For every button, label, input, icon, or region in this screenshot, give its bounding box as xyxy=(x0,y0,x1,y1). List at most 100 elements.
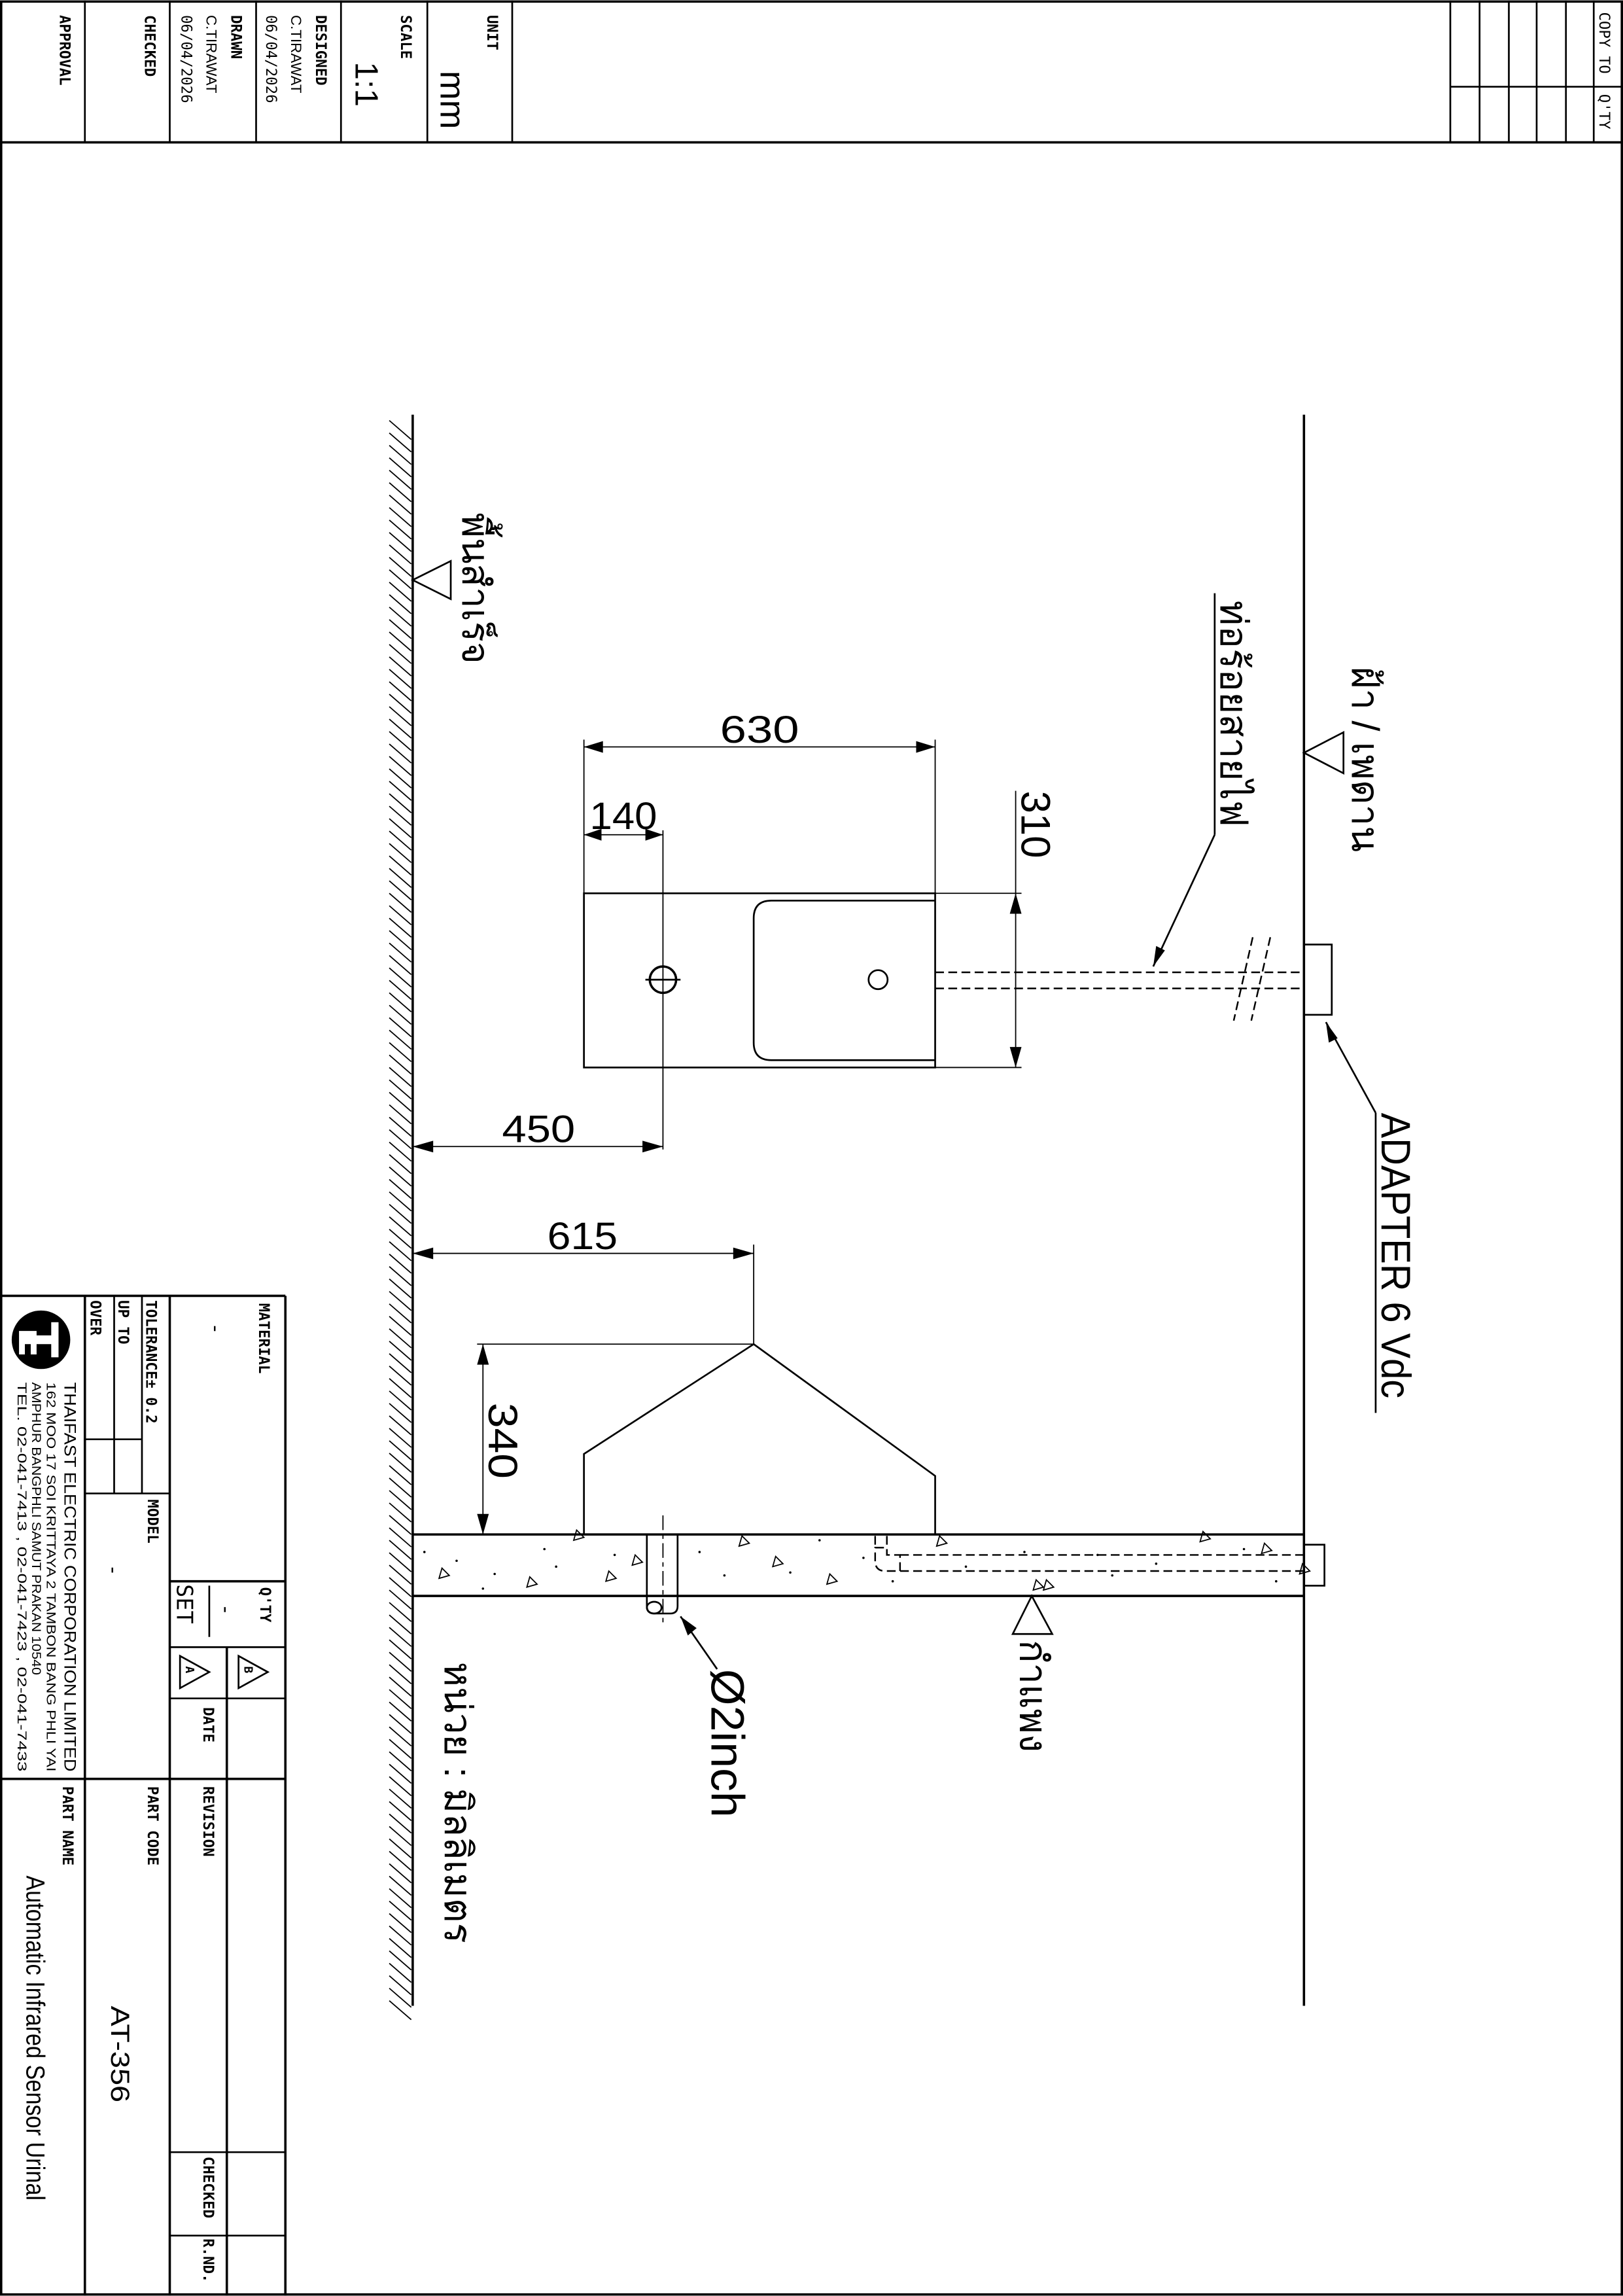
hatch-line xyxy=(389,1228,412,1249)
hatch-line xyxy=(389,1962,412,1983)
material-label: MATERIAL xyxy=(255,1303,272,1374)
hatch-line xyxy=(389,1366,412,1386)
qty-unit: SET xyxy=(172,1584,198,1624)
hatch-line xyxy=(389,1178,412,1199)
dimension-340: 340 xyxy=(477,1344,525,1535)
hatch-line xyxy=(389,1054,412,1075)
hatch-line xyxy=(389,482,412,503)
hatch-line xyxy=(389,1950,412,1971)
rnd-label: R.ND. xyxy=(200,2238,217,2282)
aggregate-dot xyxy=(613,1553,616,1557)
hatch-line xyxy=(389,1154,412,1174)
hatch-line xyxy=(389,967,412,988)
dimension-450: 450 xyxy=(412,1108,663,1153)
header-strip: APPROVAL CHECKED DRAWN C.TIRAWAT 06/04/2… xyxy=(0,0,1623,144)
hatch-line xyxy=(389,1104,412,1125)
hatch-line xyxy=(389,1166,412,1187)
up-to-label: UP TO xyxy=(114,1300,131,1344)
conduit-leader xyxy=(1152,593,1216,967)
material-value: - xyxy=(205,1325,228,1332)
aggregate-dot xyxy=(964,1565,968,1568)
part-code-value: AT-356 xyxy=(105,2005,135,2102)
scale-label: SCALE xyxy=(397,15,414,59)
hatch-line xyxy=(389,1739,412,1759)
supply-pipe-in-wall xyxy=(874,1536,1304,1572)
hatch-line xyxy=(389,843,412,863)
aggregate-mark xyxy=(826,1572,839,1585)
hatch-line xyxy=(389,557,412,577)
aggregate-mark xyxy=(526,1576,538,1588)
hatch-line xyxy=(389,1415,412,1436)
hatch-line xyxy=(389,1552,412,1572)
hatch-line xyxy=(389,569,412,590)
hatch-line xyxy=(389,1490,412,1510)
drain-pipe xyxy=(646,1515,679,1623)
hatch-line xyxy=(389,1975,412,1996)
hatch-line xyxy=(389,1502,412,1523)
hatch-line xyxy=(389,1477,412,1498)
hatch-line xyxy=(389,1577,412,1597)
hatch-line xyxy=(389,1465,412,1485)
drawn-by: C.TIRAWAT xyxy=(203,15,219,94)
aggregate-mark xyxy=(935,1534,949,1547)
conduit-pipe xyxy=(935,937,1304,1021)
hatch-line xyxy=(389,1241,412,1262)
hatch-line xyxy=(389,1191,412,1212)
designed-label: DESIGNED xyxy=(312,15,329,86)
hatch-line xyxy=(389,1900,412,1921)
hatch-line xyxy=(389,1763,412,1784)
hatch-line xyxy=(389,1279,412,1299)
hatch-line xyxy=(389,1091,412,1112)
ceiling-label: ฝ้า / เพดาน xyxy=(1344,666,1386,852)
aggregate-mark xyxy=(604,1570,618,1582)
hatch-line xyxy=(389,1689,412,1710)
hatch-line xyxy=(389,1004,412,1025)
aggregate-dot xyxy=(455,1559,458,1563)
hatch-line xyxy=(389,1141,412,1162)
hatch-line xyxy=(389,942,412,963)
hatch-line xyxy=(389,1913,412,1934)
hatch-line xyxy=(389,1440,412,1460)
designed-by: C.TIRAWAT xyxy=(288,15,304,94)
aggregate-dot xyxy=(1275,1580,1278,1583)
hatch-line xyxy=(389,892,412,913)
revision-a-text: A xyxy=(183,1666,196,1673)
aggregate-dot xyxy=(543,1547,546,1551)
hatch-line xyxy=(389,631,412,652)
qty-label: Q'TY xyxy=(256,1587,273,1623)
hatch-line xyxy=(389,1303,412,1324)
tolerance-label: TOLERANCE± 0.2 xyxy=(143,1300,160,1423)
unit-label: UNIT xyxy=(483,15,500,50)
hatch-line xyxy=(389,1291,412,1311)
model-value: - xyxy=(102,1566,125,1573)
dimension-630-text: 630 xyxy=(720,709,799,751)
aggregate-mark xyxy=(572,1528,585,1542)
hatch-line xyxy=(389,594,412,614)
hatch-line xyxy=(389,1701,412,1722)
concrete-wall xyxy=(412,1528,1311,1597)
hatch-line xyxy=(389,1888,412,1909)
hatch-line xyxy=(389,1726,412,1747)
scale-value: 1:1 xyxy=(349,62,385,107)
hatch-line xyxy=(389,1602,412,1622)
hatch-line xyxy=(389,930,412,951)
company-phone: TEL. 02-041-7413 , 02-041-7423 , 02-041-… xyxy=(14,1382,28,1771)
aggregate-dot xyxy=(423,1551,426,1553)
hatch-line xyxy=(389,669,412,689)
hatch-line xyxy=(389,805,412,826)
aggregate-mark xyxy=(738,1534,751,1547)
designed-date: 06/04/2026 xyxy=(262,15,279,103)
hatch-line xyxy=(389,1664,412,1684)
hatch-line xyxy=(389,1540,412,1560)
hatch-line xyxy=(389,1428,412,1448)
hatch-line xyxy=(389,470,412,490)
hatch-line xyxy=(389,1863,412,1884)
hatch-line xyxy=(389,1390,412,1411)
revision-a-marker: A xyxy=(179,1654,211,1690)
aggregate-mark xyxy=(1199,1530,1212,1543)
hatch-line xyxy=(389,1403,412,1423)
hatch-line xyxy=(389,1203,412,1224)
hatch-line xyxy=(389,582,412,602)
checked-label: CHECKED xyxy=(141,15,158,77)
